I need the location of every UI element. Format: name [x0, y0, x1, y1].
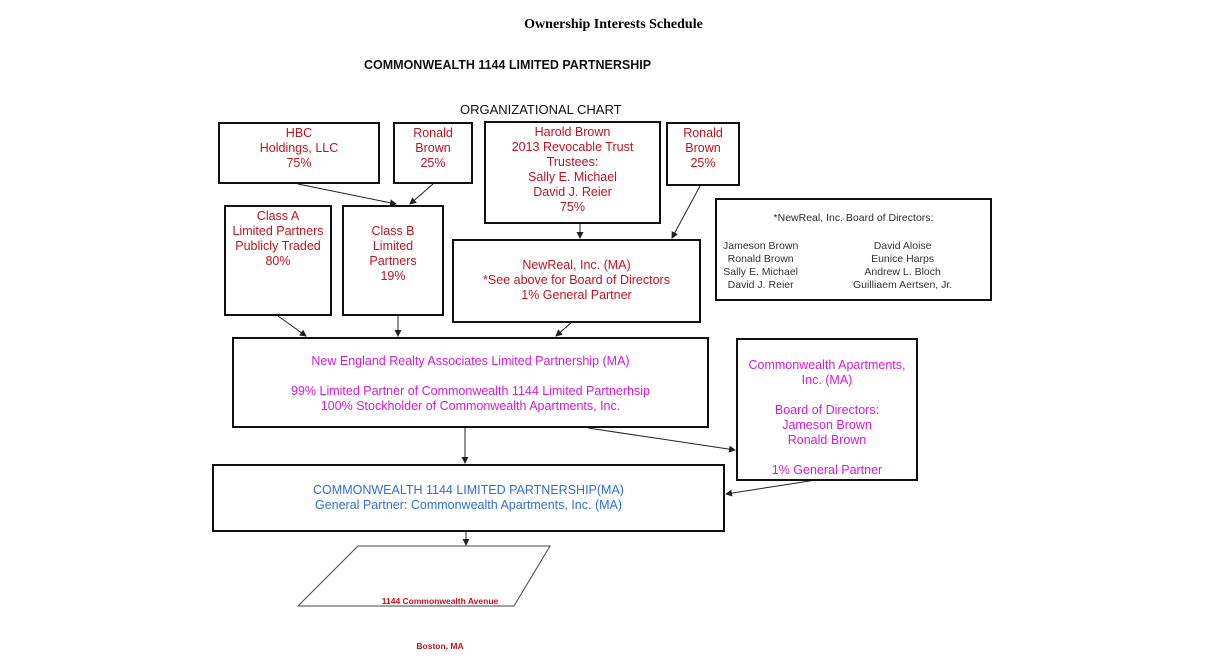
node-ronald-brown-a: Ronald Brown 25% [393, 122, 473, 184]
chart-title: ORGANIZATIONAL CHART [460, 102, 622, 117]
arrow-nera-to-apts [587, 427, 736, 453]
node-hbc-holdings: HBC Holdings, LLC 75% [218, 122, 380, 184]
node-new-england-realty: New England Realty Associates Limited Pa… [232, 337, 709, 428]
arrow-newreal-to-nera [555, 321, 573, 337]
node-harold-brown-trust: Harold Brown 2013 Revocable Trust Truste… [484, 121, 661, 224]
node-newreal-board: *NewReal, Inc. Board of Directors: James… [715, 198, 992, 301]
schedule-title: Ownership Interests Schedule [524, 17, 703, 32]
arrow-ronald-to-classb [409, 183, 434, 205]
connector-arrows [277, 183, 817, 607]
arrow-apts-to-cw1144 [725, 479, 817, 497]
node-newreal-inc: NewReal, Inc. (MA) *See above for Board … [452, 239, 701, 323]
node-commonwealth-apartments: Commonwealth Apartments, Inc. (MA) Board… [736, 338, 918, 481]
board-right-column: David Aloise Eunice Harps Andrew L. Bloc… [853, 240, 953, 291]
entity-title: COMMONWEALTH 1144 LIMITED PARTNERSHIP [364, 58, 652, 72]
property-address: 1144 Commonwealth Avenue Boston, MA [381, 596, 499, 651]
node-commonwealth-1144-lp: COMMONWEALTH 1144 LIMITED PARTNERSHIP(MA… [212, 464, 725, 532]
arrow-hbc-to-classb [297, 183, 397, 207]
property-parallelogram [296, 545, 551, 607]
node-class-b-partners: Class B Limited Partners 19% [342, 205, 444, 316]
board-left-column: Jameson Brown Ronald Brown Sally E. Mich… [723, 240, 799, 291]
arrow-classa-to-nera [277, 315, 307, 337]
arrow-ronald2-to-newreal [671, 185, 701, 239]
node-ronald-brown-b: Ronald Brown 25% [666, 122, 740, 186]
board-title: *NewReal, Inc. Board of Directors: [773, 212, 934, 224]
node-class-a-partners: Class A Limited Partners Publicly Traded… [224, 205, 332, 316]
